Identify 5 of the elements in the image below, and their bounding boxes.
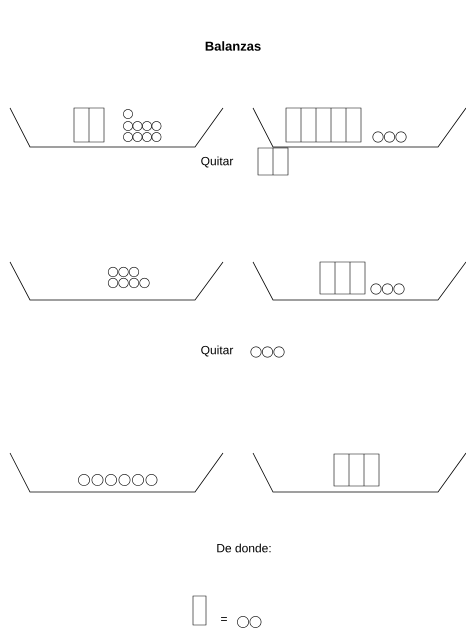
step-label: Quitar — [201, 346, 234, 356]
title: Balanzas — [206, 41, 261, 51]
equals-sign: = — [221, 617, 227, 621]
conclusion-label: De donde: — [217, 544, 271, 552]
step-label: Quitar — [201, 156, 234, 168]
